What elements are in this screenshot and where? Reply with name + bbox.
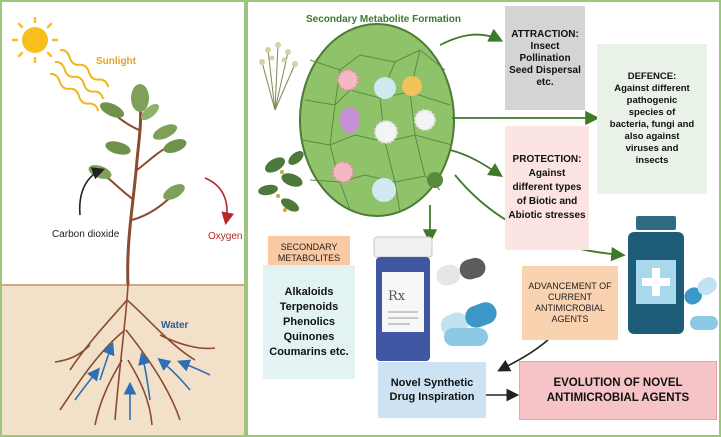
secondary-metabolite-title: Secondary Metabolite Formation (306, 14, 462, 25)
defence-box: DEFENCE: Against different pathogenic sp… (597, 44, 707, 194)
metabolite-item: Phenolics (283, 315, 335, 328)
attraction-heading: ATTRACTION: (511, 29, 579, 40)
evolution-line: ANTIMICROBIAL AGENTS (546, 391, 690, 404)
plant-icon (88, 84, 187, 286)
black-arrows (486, 339, 549, 402)
attraction-line: Insect Pollination (519, 41, 571, 64)
attraction-box: ATTRACTION: Insect Pollination Seed Disp… (505, 6, 585, 110)
secondary-metabolites-line: SECONDARY (280, 242, 338, 252)
metabolite-item: Coumarins etc. (269, 345, 349, 358)
sun-icon (11, 16, 59, 64)
metabolite-list-box: Alkaloids Terpenoids Phenolics Quinones … (263, 265, 355, 379)
evolution-box: EVOLUTION OF NOVEL ANTIMICROBIAL AGENTS (519, 361, 717, 420)
water-arrows (74, 342, 211, 420)
defence-heading: DEFENCE: (627, 71, 677, 82)
co2-arrow (78, 167, 106, 216)
defence-line: viruses and (625, 143, 679, 154)
protection-heading: PROTECTION: (512, 154, 582, 165)
advancement-line: ANTIMICROBIAL (534, 303, 605, 313)
soil-region (2, 285, 244, 435)
protection-line: Against (528, 168, 566, 179)
pill-bottle-icon: Rx (373, 236, 433, 361)
protection-box: PROTECTION: Against different types of B… (505, 126, 589, 250)
novel-synthetic-line: Novel Synthetic (390, 377, 474, 389)
novel-synthetic-line: Drug Inspiration (389, 391, 475, 403)
oxygen-arrow (204, 177, 235, 226)
evolution-line: EVOLUTION OF NOVEL (553, 376, 683, 389)
medicine-bottle-icon (628, 216, 718, 334)
metabolite-item: Quinones (283, 330, 335, 343)
advancement-box: ADVANCEMENT OF CURRENT ANTIMICROBIAL AGE… (522, 266, 618, 340)
protection-line: Abiotic stresses (508, 210, 586, 221)
advancement-line: CURRENT (548, 292, 592, 302)
novel-synthetic-box: Novel Synthetic Drug Inspiration (378, 362, 486, 418)
advancement-line: AGENTS (551, 314, 589, 324)
photosynthesis-panel (0, 0, 246, 437)
defence-line: bacteria, fungi and (609, 119, 695, 130)
attraction-line: etc. (536, 77, 554, 88)
protection-line: different types (512, 182, 582, 193)
capsule-icon (436, 257, 497, 346)
defence-line: Against different (614, 83, 690, 94)
ground-line (2, 284, 244, 286)
secondary-metabolites-line: METABOLITES (277, 253, 341, 263)
herb-icon (258, 42, 304, 212)
oxygen-label: Oxygen (208, 231, 243, 242)
attraction-line: Seed Dispersal (509, 65, 581, 76)
leaf-cell-icon (299, 23, 455, 217)
defence-line: also against (624, 131, 680, 142)
metabolite-item: Terpenoids (279, 300, 339, 313)
protection-line: of Biotic and (516, 196, 578, 207)
defence-line: insects (635, 155, 669, 166)
sunlight-rays (49, 48, 110, 112)
metabolite-item: Alkaloids (284, 285, 334, 298)
sunlight-label: Sunlight (96, 56, 136, 67)
carbon-dioxide-label: Carbon dioxide (52, 229, 120, 240)
water-label: Water (161, 320, 189, 331)
secondary-metabolites-box: SECONDARY METABOLITES (268, 236, 350, 270)
roots-icon (54, 284, 216, 426)
advancement-line: ADVANCEMENT OF (528, 281, 612, 291)
rx-symbol: Rx (388, 289, 406, 304)
defence-line: species of (628, 107, 676, 118)
defence-line: pathogenic (626, 95, 678, 106)
